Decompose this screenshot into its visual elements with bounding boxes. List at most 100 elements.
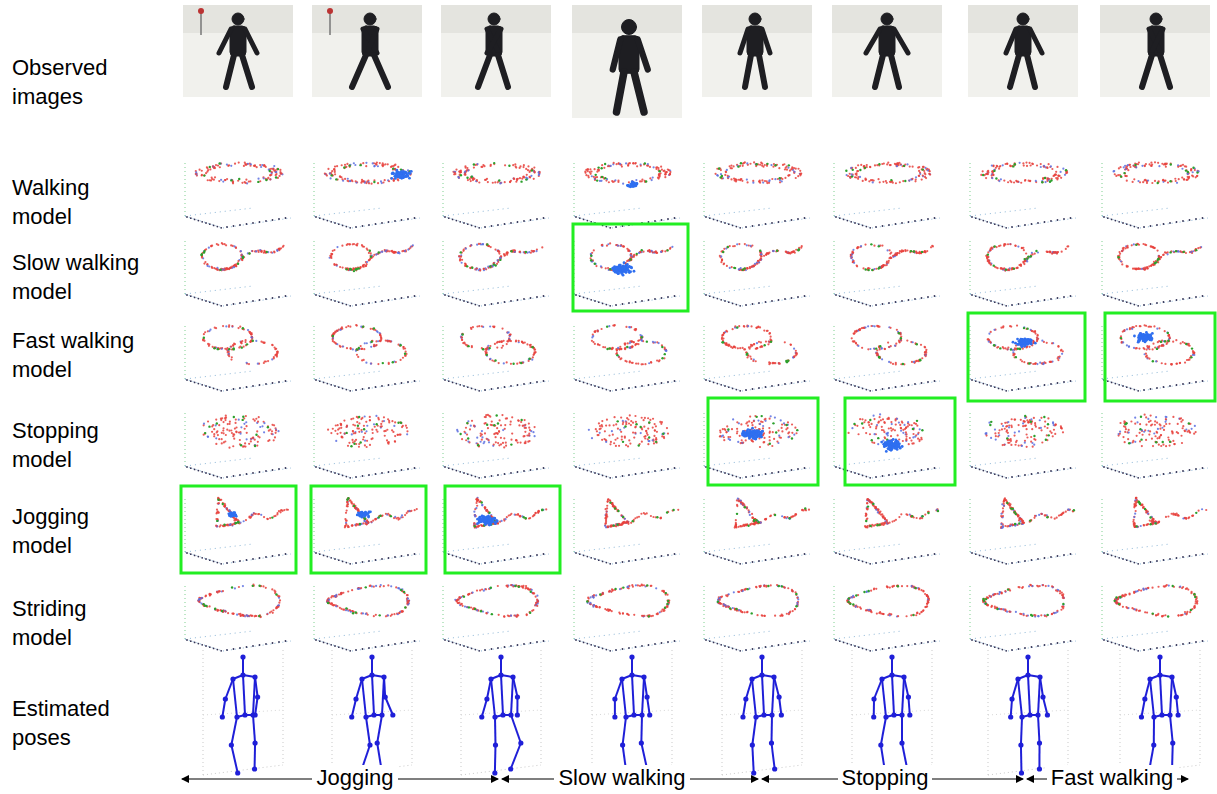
data-point — [490, 246, 492, 248]
head — [881, 13, 893, 25]
data-point — [241, 259, 243, 261]
data-point — [1151, 182, 1153, 184]
data-point — [667, 168, 669, 170]
data-point — [243, 165, 245, 167]
data-point — [724, 174, 726, 176]
data-point — [899, 181, 901, 183]
tick-mark — [635, 301, 637, 303]
particle-point — [471, 175, 473, 177]
data-point — [1154, 161, 1156, 163]
tick-mark — [327, 298, 329, 300]
data-point — [619, 245, 621, 247]
tick-mark — [901, 222, 903, 224]
data-point — [250, 163, 252, 165]
particle-point — [595, 174, 597, 176]
particle-point — [266, 251, 268, 253]
model-plot — [314, 160, 420, 229]
data-point — [478, 181, 480, 183]
tick-mark — [1176, 221, 1178, 223]
data-point — [746, 178, 748, 180]
data-point — [1192, 175, 1194, 177]
tick-mark — [530, 297, 532, 299]
data-point — [986, 172, 988, 174]
model-plot — [970, 160, 1076, 229]
tick-mark — [934, 217, 936, 219]
tick-mark — [285, 295, 287, 297]
data-point — [356, 243, 358, 245]
data-point — [1188, 176, 1190, 178]
tick-mark — [272, 219, 274, 221]
tick-mark — [1134, 226, 1136, 228]
data-point — [909, 166, 911, 168]
grid-line — [185, 286, 253, 294]
data-point — [529, 176, 531, 178]
particle-point — [343, 166, 345, 168]
tick-mark — [908, 221, 910, 223]
data-point — [1118, 167, 1120, 169]
data-point — [1176, 182, 1178, 184]
data-point — [1050, 165, 1052, 167]
data-point — [627, 259, 629, 261]
tick-mark — [220, 227, 222, 229]
data-point — [1123, 166, 1125, 168]
data-point — [652, 251, 654, 253]
data-point — [237, 260, 239, 262]
tick-mark — [233, 303, 235, 305]
particle-point — [330, 174, 332, 176]
data-point — [225, 268, 227, 270]
tick-mark — [368, 224, 370, 226]
data-point — [379, 162, 381, 164]
data-point — [466, 167, 468, 169]
data-point — [1146, 182, 1148, 184]
data-point — [499, 182, 501, 184]
tick-mark — [459, 221, 461, 223]
particle-point — [1196, 171, 1198, 173]
data-point — [245, 182, 247, 184]
data-point — [512, 249, 514, 251]
data-point — [1185, 166, 1187, 168]
model-plot — [185, 238, 291, 307]
data-point — [267, 177, 269, 179]
particle-cluster — [404, 175, 407, 178]
tick-mark — [407, 218, 409, 220]
data-point — [738, 179, 740, 181]
data-point — [727, 175, 729, 177]
data-point — [635, 179, 637, 181]
tick-mark — [674, 217, 676, 219]
model-plot — [574, 238, 680, 307]
data-point — [217, 244, 219, 246]
tick-mark — [654, 220, 656, 222]
data-point — [636, 165, 638, 167]
particle-point — [921, 168, 923, 170]
particle-point — [498, 179, 500, 181]
data-point — [381, 251, 383, 253]
tick-mark — [523, 298, 525, 300]
tick-mark — [201, 221, 203, 223]
model-plot — [314, 238, 420, 307]
data-point — [1060, 171, 1062, 173]
tick-mark — [758, 224, 760, 226]
particle-point — [852, 169, 854, 171]
data-point — [412, 244, 414, 246]
grid-line — [1102, 208, 1170, 216]
particle-point — [531, 169, 533, 171]
tick-mark — [186, 294, 188, 296]
data-point — [786, 165, 788, 167]
data-point — [372, 162, 374, 164]
data-point — [1157, 162, 1159, 164]
data-point — [240, 250, 242, 252]
data-point — [772, 166, 774, 168]
data-point — [233, 264, 235, 266]
head — [1017, 13, 1029, 25]
data-point — [213, 166, 215, 168]
tick-mark — [847, 220, 849, 222]
data-point — [726, 169, 728, 171]
data-point — [269, 178, 271, 180]
tick-mark — [478, 227, 480, 229]
tick-mark — [579, 217, 581, 219]
tick-mark — [278, 218, 280, 220]
particle-point — [471, 267, 473, 269]
tick-mark — [606, 304, 608, 306]
data-point — [464, 171, 466, 173]
data-point — [265, 166, 267, 168]
